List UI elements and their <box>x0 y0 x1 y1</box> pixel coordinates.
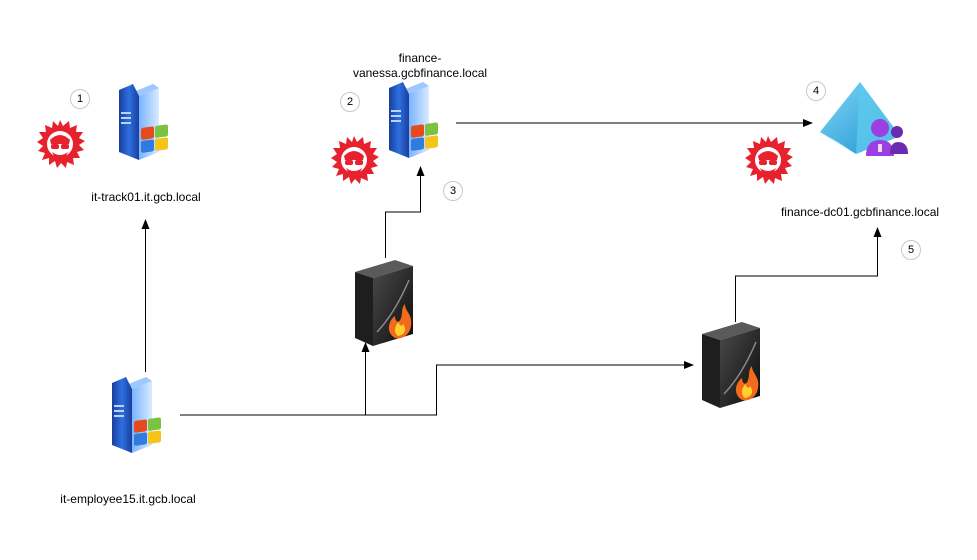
firewall-icon[interactable] <box>701 321 761 409</box>
edge-firewall2-to-dc01 <box>735 227 882 322</box>
step-badge-3: 3 <box>443 181 463 201</box>
node-label-line: finance- <box>398 51 442 65</box>
node-label-finance-dc01: finance-dc01.gcbfinance.local <box>780 205 940 219</box>
edge-employee-to-firewall2 <box>365 361 694 416</box>
edge-employee-to-firewall1 <box>180 342 370 416</box>
windows-server-icon[interactable] <box>112 377 161 453</box>
node-label-it-track01: it-track01.it.gcb.local <box>91 190 201 204</box>
node-label-finance-vanessa: finance- vanessa.gcbfinance.local <box>340 51 500 81</box>
step-badge-4: 4 <box>806 81 826 101</box>
step-badge-5: 5 <box>901 240 921 260</box>
node-label-line: vanessa.gcbfinance.local <box>352 66 488 80</box>
compromised-icon <box>745 136 793 184</box>
compromised-icon <box>37 120 85 168</box>
firewall-icon[interactable] <box>354 259 414 347</box>
edge-firewall1-to-vanessa <box>385 166 425 258</box>
active-directory-icon[interactable] <box>820 82 908 156</box>
node-label-it-employee15: it-employee15.it.gcb.local <box>60 492 196 506</box>
compromised-icon <box>331 136 379 184</box>
edges <box>141 119 882 416</box>
windows-server-icon[interactable] <box>389 82 438 158</box>
windows-server-icon[interactable] <box>119 84 168 160</box>
step-badge-2: 2 <box>340 92 360 112</box>
step-badge-1: 1 <box>70 89 90 109</box>
